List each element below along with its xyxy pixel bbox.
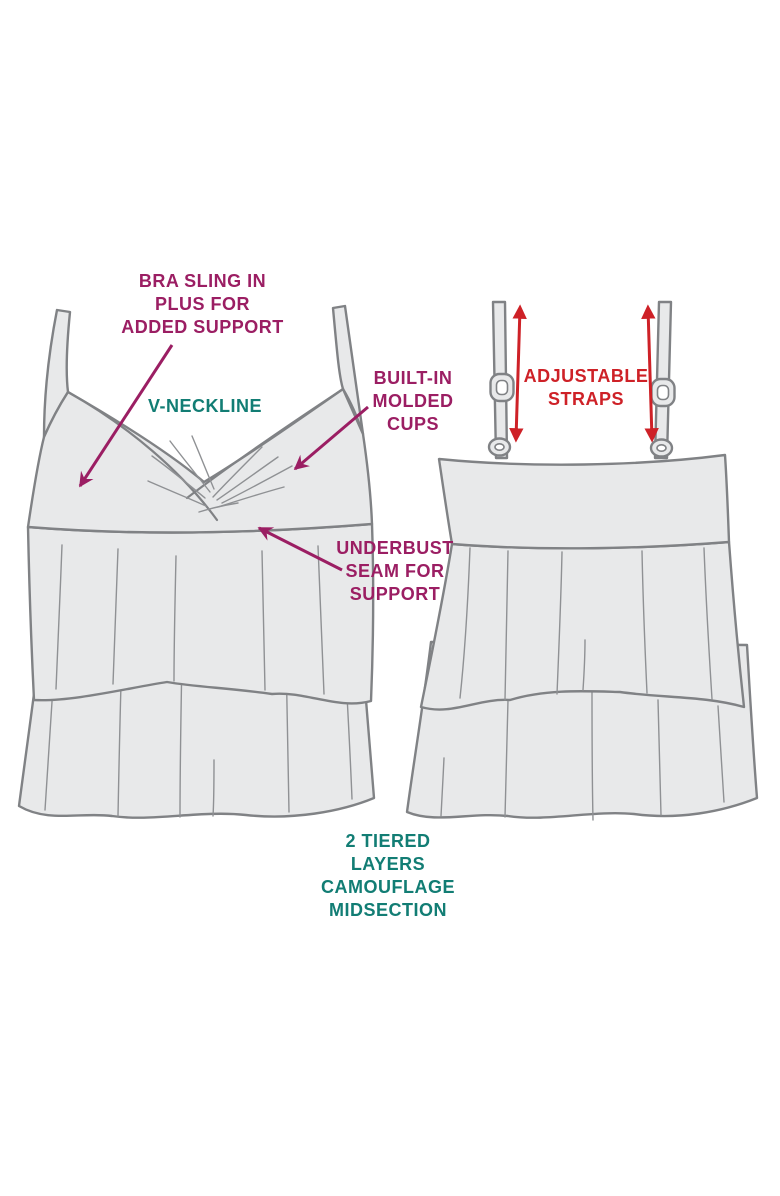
front-view [17,304,376,819]
underbust-seam-label: UNDERBUST SEAM FOR SUPPORT [336,538,454,604]
underbust-seam-pointer-arrow [257,526,343,572]
molded-cups-label: BUILT-IN MOLDED CUPS [372,368,454,434]
adjustable-strap-arrow-left [509,304,527,443]
strap-ring-left-opening [494,442,505,451]
molded-cups-pointer-arrow [293,405,369,471]
front-tier-1-fold-lines [55,544,325,695]
back-view [405,300,759,821]
adjustable-straps-label: ADJUSTABLE STRAPS [523,366,649,409]
annotation-arrows [78,304,659,572]
bra-sling-label: BRA SLING IN PLUS FOR ADDED SUPPORT [121,271,284,337]
adjustable-strap-arrow-right [641,304,659,443]
back-tier-2-fold-lines [440,687,725,821]
v-neckline-label: V-NECKLINE [147,396,262,416]
strap-slider-left-opening [495,379,509,396]
front-neckline-left-edge [66,390,219,522]
back-panel-band [437,453,731,550]
strap-ring-right-opening [656,443,667,452]
front-gather-lines [147,435,293,513]
bra-sling-pointer-arrow [78,344,174,488]
front-bodice [26,387,374,534]
tiered-layers-label: 2 TIERED LAYERS CAMOUFLAGE MIDSECTION [321,831,455,920]
back-tier-1-fold-lines [459,547,713,701]
